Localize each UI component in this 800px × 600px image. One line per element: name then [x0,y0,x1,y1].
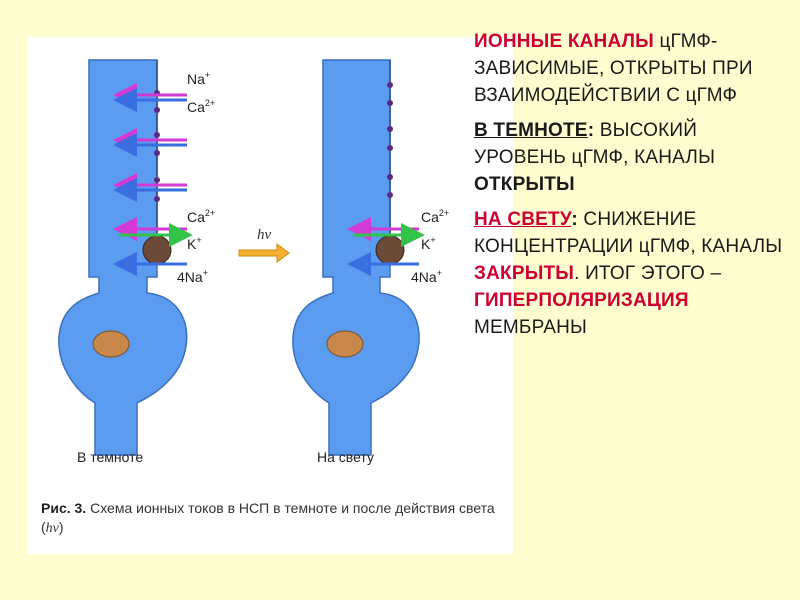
label-4na-light: 4Na [411,269,437,285]
svg-text:4Na+: 4Na+ [177,268,208,285]
label-k-dark: K [187,236,197,252]
nucleus-dark [92,330,130,358]
hv-label: hν [257,227,272,243]
cell-light-label: На свету [317,449,374,465]
svg-text:Ca2+: Ca2+ [421,208,449,225]
svg-text:K+: K+ [187,235,202,252]
ion-channel-ball-light [375,235,405,265]
figure-caption: Рис. 3. Схема ионных токов в НСП в темно… [41,500,495,536]
photoreceptor-diagram: Na+ Ca2+ Ca2+ K+ 4Na+ В темноте hν [58,59,449,465]
label-k-light: K [421,236,431,252]
svg-text:4Na+: 4Na+ [411,268,442,285]
label-4na-dark: 4Na [177,269,203,285]
paragraph-light: НА СВЕТУ: СНИЖЕНИЕ КОНЦЕНТРАЦИИ цГМФ, КА… [474,209,783,338]
cell-light: Ca2+ K+ 4Na+ На свету [292,59,449,465]
label-na: Na [187,71,205,87]
paragraph-darkness: В ТЕМНОТЕ: ВЫСОКИЙ УРОВЕНЬ цГМФ, КАНАЛЫ … [474,120,716,195]
svg-text:K+: K+ [421,235,436,252]
cell-dark-label: В темноте [77,449,143,465]
paragraph-channels: ИОННЫЕ КАНАЛЫ цГМФ-ЗАВИСИМЫЕ, ОТКРЫТЫ ПР… [474,31,753,106]
svg-text:Na+: Na+ [187,70,210,87]
cell-dark: Na+ Ca2+ Ca2+ K+ 4Na+ В темноте [58,59,215,465]
light-arrow: hν [238,227,290,263]
explanation-text: ИОННЫЕ КАНАЛЫ цГМФ-ЗАВИСИМЫЕ, ОТКРЫТЫ ПР… [474,28,794,349]
svg-text:Ca2+: Ca2+ [187,98,215,115]
label-ca-light: Ca [421,209,439,225]
label-ca-top: Ca [187,99,205,115]
nucleus-light [326,330,364,358]
figure-panel: Na+ Ca2+ Ca2+ K+ 4Na+ В темноте hν [27,37,513,554]
svg-text:Ca2+: Ca2+ [187,208,215,225]
ion-channel-ball-dark [142,235,172,265]
label-ca-dark: Ca [187,209,205,225]
